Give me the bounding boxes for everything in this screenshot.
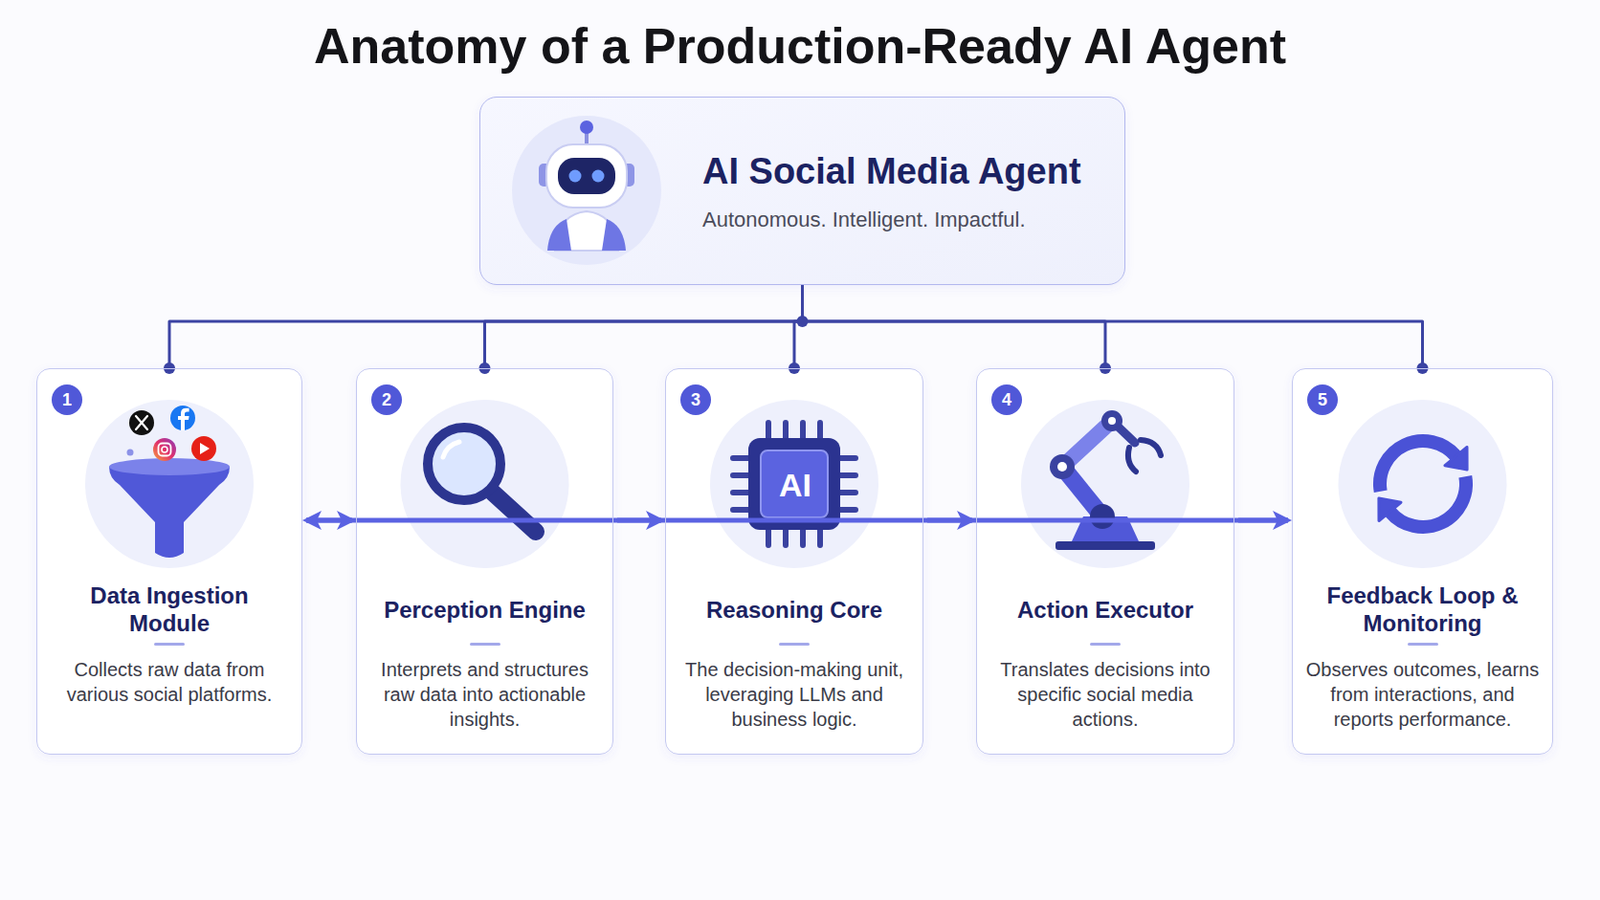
refresh-icon bbox=[1378, 441, 1467, 528]
magnifier-icon bbox=[427, 427, 536, 533]
stage-box: Data Ingestion ModuleCollects raw data f… bbox=[36, 368, 303, 756]
box-fills bbox=[665, 368, 924, 756]
robot-arm-icon bbox=[1049, 410, 1161, 551]
funnel-icon bbox=[109, 458, 230, 476]
tree-connector bbox=[485, 285, 803, 369]
funnel-icon bbox=[109, 466, 230, 558]
robot-icon bbox=[579, 120, 594, 134]
refresh-icon bbox=[1378, 498, 1401, 521]
icon-circles bbox=[1338, 400, 1508, 569]
box-fills bbox=[355, 368, 614, 756]
funnel-icon bbox=[158, 444, 172, 457]
funnel-icon bbox=[135, 416, 148, 430]
funnel-icon bbox=[161, 446, 168, 453]
stage-description: Interprets and structures raw data into … bbox=[368, 657, 601, 733]
tree-connector bbox=[802, 285, 1423, 369]
chip-icon bbox=[748, 438, 841, 531]
chip-icon bbox=[733, 422, 856, 546]
callout-number: 1 bbox=[51, 384, 83, 416]
funnel-icon bbox=[127, 449, 134, 457]
robot-arm-icon bbox=[1055, 541, 1156, 551]
chip-label: AI bbox=[756, 465, 834, 506]
box-fills bbox=[479, 96, 1126, 286]
callout-number: 2 bbox=[371, 384, 402, 416]
agent-tagline: Autonomous. Intelligent. Impactful. bbox=[702, 206, 1026, 234]
stage-description: The decision-making unit, leveraging LLM… bbox=[677, 657, 912, 733]
stage-description: Collects raw data from various social pl… bbox=[48, 657, 290, 708]
icon-circles bbox=[85, 400, 254, 569]
funnel-icon bbox=[200, 443, 210, 455]
stage-box: Feedback Loop & MonitoringObserves outco… bbox=[1291, 368, 1554, 756]
funnel-icon bbox=[129, 410, 155, 436]
robot-arm-icon bbox=[1108, 417, 1116, 425]
agent-box: AI Social Media AgentAutonomous. Intelli… bbox=[479, 96, 1126, 286]
robot-icon bbox=[557, 157, 616, 195]
robot-icon bbox=[546, 144, 627, 208]
robot-icon bbox=[592, 170, 605, 183]
icon-circles bbox=[400, 400, 570, 569]
flow-arrow bbox=[306, 518, 1289, 524]
box-fills bbox=[976, 368, 1235, 756]
chip-icon bbox=[733, 422, 856, 546]
robot-icon bbox=[569, 170, 582, 183]
funnel-icon bbox=[191, 436, 217, 462]
funnel-icon bbox=[177, 408, 190, 431]
box-fills bbox=[36, 368, 303, 756]
stage-description: Translates decisions into specific socia… bbox=[988, 657, 1223, 733]
agent-title: AI Social Media Agent bbox=[702, 149, 1082, 194]
icon-circles bbox=[1021, 400, 1190, 569]
callout-number: 4 bbox=[991, 384, 1023, 416]
divider bbox=[469, 643, 501, 646]
refresh-icon bbox=[1444, 447, 1467, 470]
tree-connector bbox=[802, 285, 1107, 369]
box-fills bbox=[1291, 368, 1554, 756]
robot-icon bbox=[538, 120, 635, 251]
robot-arm-icon bbox=[1089, 504, 1115, 530]
robot-icon bbox=[601, 219, 626, 251]
robot-arm-icon bbox=[1049, 454, 1075, 480]
magnifier-icon bbox=[443, 442, 460, 458]
tree-connector bbox=[169, 285, 803, 369]
divider bbox=[1407, 643, 1439, 646]
magnifier-icon bbox=[427, 427, 501, 501]
robot-arm-icon bbox=[1057, 462, 1067, 472]
robot-arm-icon bbox=[1128, 440, 1161, 472]
stage-box: Action ExecutorTranslates decisions into… bbox=[976, 368, 1235, 756]
callout-number: 3 bbox=[680, 384, 712, 416]
divider bbox=[778, 643, 810, 646]
callout-number: 5 bbox=[1307, 384, 1338, 416]
funnel-icon bbox=[109, 405, 230, 558]
icon-circles bbox=[511, 115, 662, 266]
divider bbox=[1089, 643, 1121, 646]
stage-description: Observes outcomes, learns from interacti… bbox=[1304, 657, 1541, 733]
stage-heading: Perception Engine bbox=[368, 581, 601, 638]
stage-box: Reasoning CoreThe decision-making unit, … bbox=[665, 368, 924, 756]
icon-circles bbox=[85, 115, 1508, 569]
box-fills bbox=[36, 96, 1554, 756]
magnifier-icon bbox=[492, 492, 536, 533]
title: Anatomy of a Production-Ready AI Agent bbox=[0, 15, 1600, 77]
stage-box: Perception EngineInterprets and structur… bbox=[355, 368, 614, 756]
stage-heading: Feedback Loop & Monitoring bbox=[1304, 581, 1541, 638]
robot-arm-icon bbox=[1101, 410, 1123, 432]
funnel-icon bbox=[153, 438, 177, 462]
funnel-icon bbox=[170, 405, 196, 431]
robot-icon bbox=[584, 132, 589, 146]
stage-heading: Reasoning Core bbox=[677, 581, 912, 638]
robot-icon bbox=[547, 219, 572, 251]
icon-circles bbox=[710, 400, 879, 569]
stage-heading: Data Ingestion Module bbox=[48, 581, 290, 638]
divider bbox=[154, 643, 185, 646]
junction-dot bbox=[797, 315, 809, 328]
stage-heading: Action Executor bbox=[988, 581, 1223, 638]
